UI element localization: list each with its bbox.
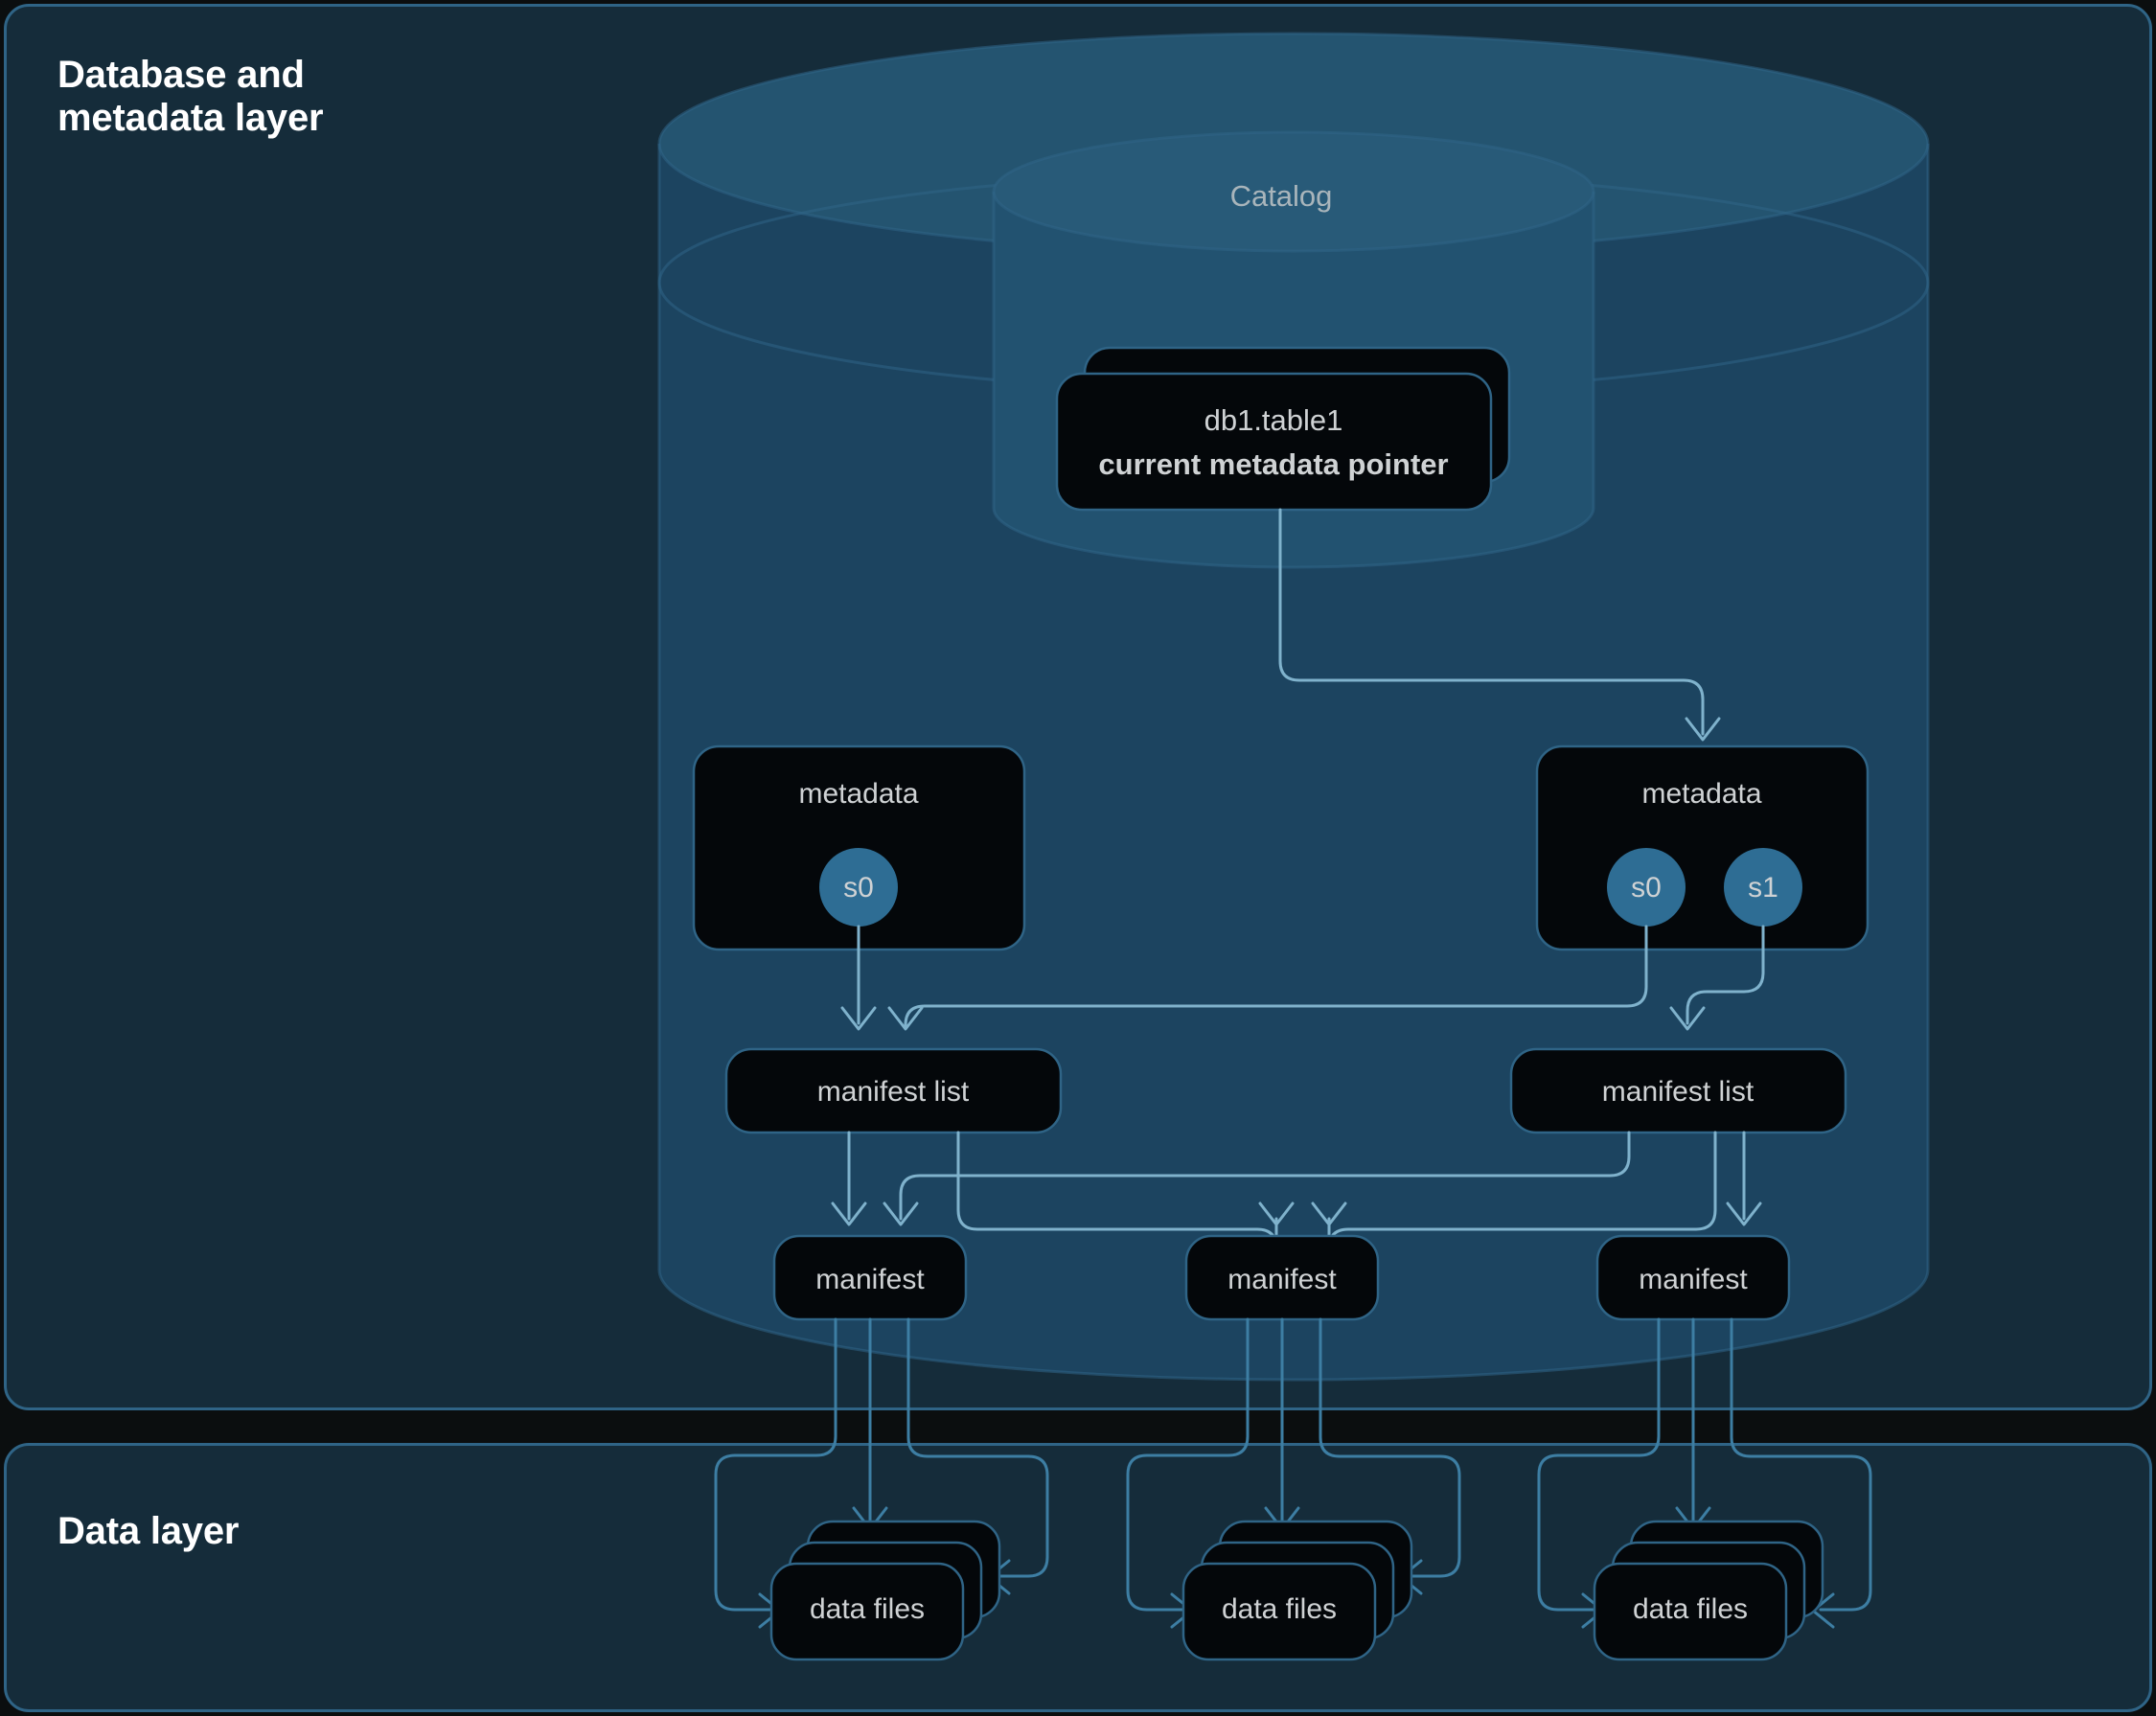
snapshot-circle-s0-right [1607, 848, 1686, 927]
link-manifest-list-right-to-manifest-1 [883, 1131, 1631, 1226]
snapshot-circle-s1-label: s1 [1748, 872, 1778, 904]
link-manifest-list-left-to-manifest-1 [831, 1131, 867, 1226]
link-manifest-list-right-to-manifest-3 [1726, 1131, 1762, 1226]
catalog-label: Catalog [1230, 179, 1333, 213]
manifest-node-2[interactable]: manifest [1184, 1234, 1380, 1321]
data-files-group-3-label: data files [1633, 1593, 1748, 1625]
manifest-list-right[interactable]: manifest list [1509, 1047, 1847, 1134]
data-files-group-3[interactable]: data files [1593, 1520, 1824, 1661]
manifest-node-3-label: manifest [1639, 1264, 1748, 1295]
metadata-node-right[interactable]: metadata s0 s1 [1535, 744, 1869, 951]
metadata-node-left-label: metadata [798, 778, 918, 810]
metadata-node-right-label: metadata [1641, 778, 1761, 810]
link-s0-right-to-manifest-list-left [887, 925, 1648, 1031]
manifest-node-1-label: manifest [815, 1264, 925, 1295]
data-files-group-1-label: data files [810, 1593, 925, 1625]
manifest-list-right-label: manifest list [1602, 1076, 1755, 1108]
manifest-list-left-label: manifest list [817, 1076, 970, 1108]
metadata-node-left[interactable]: metadata s0 [692, 744, 1026, 951]
manifest-node-3[interactable]: manifest [1595, 1234, 1791, 1321]
link-pointer-to-metadata-right [1278, 508, 1721, 742]
link-s0-left-to-manifest-list-left [840, 925, 877, 1031]
snapshot-circle-s0 [819, 848, 898, 927]
catalog-metadata-pointer-label: current metadata pointer [1098, 447, 1448, 481]
manifest-node-1[interactable]: manifest [772, 1234, 968, 1321]
panel-title-data-layer: Data layer [57, 1510, 240, 1552]
snapshot-circle-s1 [1724, 848, 1802, 927]
data-files-group-2-label: data files [1222, 1593, 1337, 1625]
panel-title-database-metadata-layer: Database and metadata layer [57, 54, 324, 139]
data-files-group-2[interactable]: data files [1181, 1520, 1413, 1661]
data-files-group-1[interactable]: data files [769, 1520, 1001, 1661]
snapshot-circle-s0-label: s0 [843, 872, 874, 904]
link-s1-to-manifest-list-right [1669, 925, 1765, 1031]
snapshot-circle-s0-right-label: s0 [1631, 872, 1662, 904]
manifest-node-2-label: manifest [1227, 1264, 1337, 1295]
catalog-table-entry[interactable]: db1.table1 current metadata pointer [1055, 346, 1511, 512]
catalog-table-name: db1.table1 [1204, 403, 1343, 437]
manifest-list-left[interactable]: manifest list [724, 1047, 1063, 1134]
